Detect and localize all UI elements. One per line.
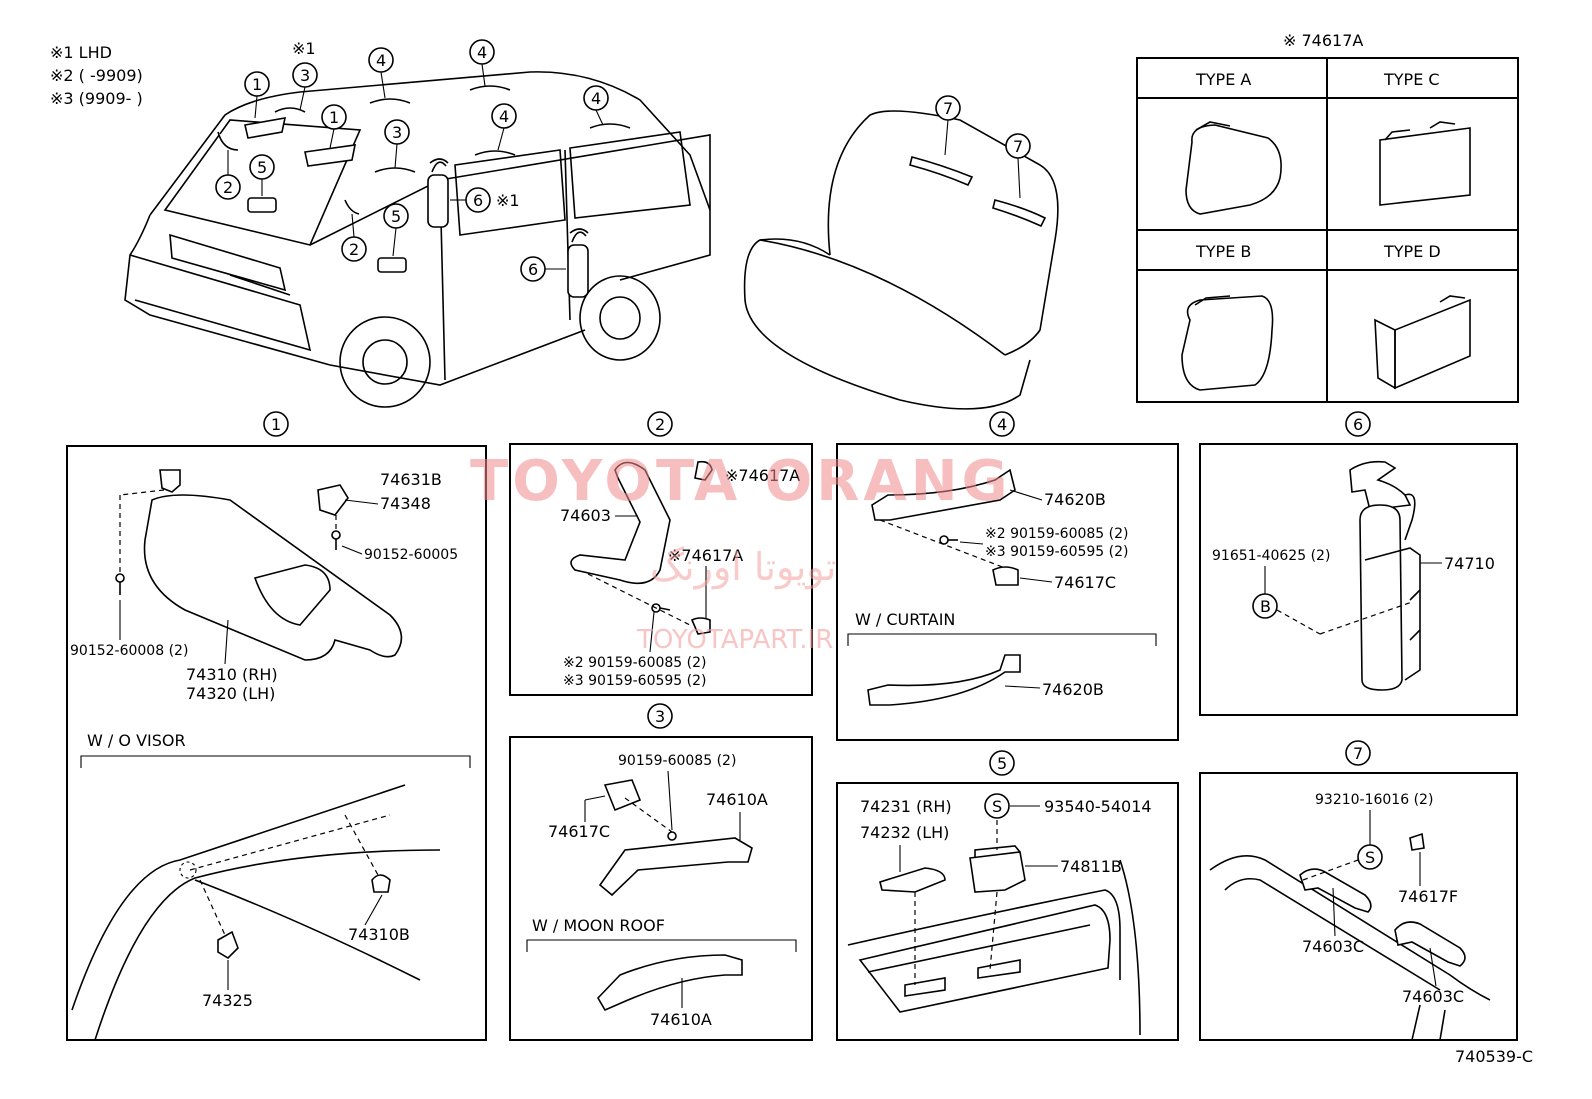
s-mark-section7: S (1365, 848, 1375, 867)
part-74232-lh: 74232 (LH) (860, 823, 949, 842)
type-b-label: TYPE B (1195, 242, 1251, 261)
s-mark-section5: S (992, 797, 1002, 816)
part-74617A-top: ※74617A (725, 466, 800, 485)
part-74310-rh: 74310 (RH) (186, 665, 278, 684)
svg-text:7: 7 (943, 99, 953, 118)
section-6: 6 91651-40625 (2) B 74710 (1199, 411, 1518, 716)
svg-text:4: 4 (591, 89, 601, 108)
part-90159-60085: ※2 90159-60085 (2) (563, 655, 707, 671)
svg-text:5: 5 (257, 158, 267, 177)
part-74620B: 74620B (1044, 490, 1106, 509)
curtain-label: W / CURTAIN (855, 610, 955, 629)
section-3: 3 90159-60085 (2) 74610A 74617C W / MOON… (509, 703, 813, 1041)
part-74620B-b: 74620B (1042, 680, 1104, 699)
svg-text:3: 3 (392, 123, 402, 142)
callout-6-star1: ※1 (496, 191, 520, 210)
diagram-code: 740539-C (1455, 1047, 1533, 1066)
part-74603C-a: 74603C (1302, 937, 1364, 956)
svg-text:2: 2 (349, 240, 359, 259)
part-90159-60595-s4: ※3 90159-60595 (2) (985, 544, 1129, 560)
svg-text:6: 6 (473, 191, 483, 210)
svg-text:1: 1 (329, 108, 339, 127)
part-74811B: 74811B (1060, 857, 1122, 876)
svg-text:7: 7 (1013, 137, 1023, 156)
wo-visor-label: W / O VISOR (87, 731, 186, 750)
legend-note-2: ※2 ( -9909) (50, 66, 143, 85)
part-90152-60008: 90152-60008 (2) (70, 643, 188, 659)
watermark-site: TOYOTAPART.IR (636, 625, 833, 655)
part-74617A-mid: ※74617A (668, 546, 743, 565)
section-7-num: 7 (1353, 744, 1363, 763)
section-3-num: 3 (655, 707, 665, 726)
part-74631B: 74631B (380, 470, 442, 489)
svg-text:4: 4 (477, 43, 487, 62)
part-90152-60005: 90152-60005 (364, 547, 458, 563)
svg-text:4: 4 (499, 107, 509, 126)
legend-note-1: ※1 LHD (50, 43, 112, 62)
watermark-farsi: تویوتا اورنگ (650, 545, 837, 590)
legend: ※1 LHD ※2 ( -9909) ※3 (9909- ) (50, 43, 143, 108)
type-a-label: TYPE A (1195, 70, 1251, 89)
section-4-num: 4 (997, 415, 1007, 434)
legend-note-3: ※3 (9909- ) (50, 89, 143, 108)
overview-callouts: ※1 1 3 4 4 4 1 3 4 5 2 2 5 6 ※1 6 (215, 39, 609, 282)
section-7: 7 93210-16016 (2) S 74617F 74603C 74603C (1199, 740, 1518, 1041)
section-1: 1 74631B 74348 90152-60005 90152-60008 (… (66, 411, 487, 1041)
watermark: TOYOTA ORANG تویوتا اورنگ TOYOTAPART.IR (470, 449, 1012, 655)
type-table: ※ 74617A TYPE A TYPE C TYPE B TYPE D (1136, 31, 1519, 403)
part-74231-rh: 74231 (RH) (860, 797, 952, 816)
section-1-num: 1 (271, 415, 281, 434)
part-74603: 74603 (560, 506, 611, 525)
svg-text:1: 1 (252, 75, 262, 94)
type-c-label: TYPE C (1383, 70, 1440, 89)
part-74610A-b: 74610A (650, 1010, 712, 1029)
section-4: 4 74620B ※2 90159-60085 (2) ※3 90159-605… (836, 411, 1179, 741)
part-74320-lh: 74320 (LH) (186, 684, 275, 703)
part-90159-60085-s4: ※2 90159-60085 (2) (985, 526, 1129, 542)
part-74617F: 74617F (1398, 887, 1458, 906)
b-mark-section6: B (1260, 597, 1271, 616)
svg-text:3: 3 (300, 66, 310, 85)
part-74310B: 74310B (348, 925, 410, 944)
part-74603C-b: 74603C (1402, 987, 1464, 1006)
type-table-title: ※ 74617A (1283, 31, 1363, 50)
part-90159-60085-s3: 90159-60085 (2) (618, 753, 736, 769)
section-5: 5 74231 (RH) 74232 (LH) S 93540-54014 74… (836, 750, 1179, 1041)
section-2-num: 2 (655, 415, 665, 434)
part-74617C-s4: 74617C (1054, 573, 1116, 592)
section-5-num: 5 (997, 754, 1007, 773)
part-74610A: 74610A (706, 790, 768, 809)
svg-text:4: 4 (376, 51, 386, 70)
part-91651-40625: 91651-40625 (2) (1212, 548, 1330, 564)
svg-text:2: 2 (223, 178, 233, 197)
svg-text:5: 5 (391, 207, 401, 226)
van-overview-drawing (124, 71, 711, 408)
type-d-label: TYPE D (1383, 242, 1441, 261)
moon-roof-label: W / MOON ROOF (532, 916, 665, 935)
svg-text:6: 6 (528, 260, 538, 279)
part-74710: 74710 (1444, 554, 1495, 573)
seat-drawing: 7 7 (743, 95, 1059, 410)
part-93540-54014: 93540-54014 (1044, 797, 1152, 816)
part-74348: 74348 (380, 494, 431, 513)
part-74617C-s3: 74617C (548, 822, 610, 841)
section-6-num: 6 (1353, 415, 1363, 434)
part-93210-16016: 93210-16016 (2) (1315, 792, 1433, 808)
section-2: 2 ※74617A 74603 ※74617A ※2 90159-60085 (… (509, 411, 813, 696)
watermark-main: TOYOTA ORANG (470, 449, 1012, 514)
part-74325: 74325 (202, 991, 253, 1010)
callout-star1-top: ※1 (292, 39, 316, 58)
part-90159-60595: ※3 90159-60595 (2) (563, 673, 707, 689)
